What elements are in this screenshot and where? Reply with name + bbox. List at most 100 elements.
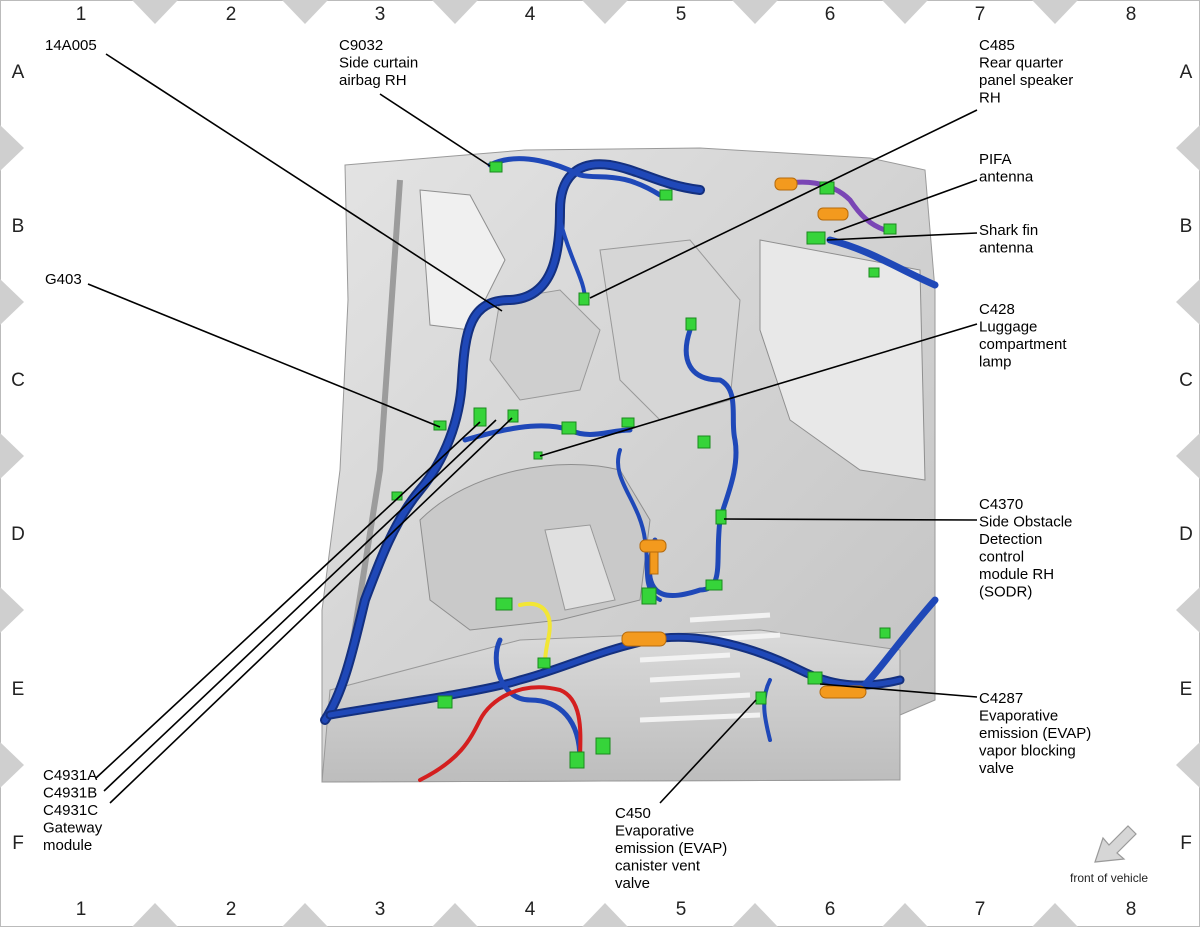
callout-c428-line-1: C428	[979, 301, 1015, 318]
connector-quarter-lower	[868, 267, 880, 278]
callout-c9032-line-3: airbag RH	[339, 72, 407, 89]
connector-loop	[641, 587, 657, 605]
callout-c4931-line-1: C4931A	[43, 767, 97, 784]
connector-c4287	[807, 671, 823, 685]
wheel-house-bracket	[544, 524, 616, 611]
leader-c4931a	[95, 421, 481, 779]
callout-c428-line-2: Luggage	[979, 319, 1037, 336]
grid-col-bottom-5: 5	[676, 899, 687, 920]
clips	[621, 177, 867, 699]
grid-row-right-D: D	[1179, 524, 1193, 545]
callout-shark-fin-line-1: Shark fin	[979, 222, 1038, 239]
grid-col-bottom-4: 4	[525, 899, 536, 920]
marker-bottom-3	[432, 903, 478, 927]
grid-col-top-5: 5	[676, 4, 687, 25]
marker-right-5	[1176, 742, 1200, 788]
callout-c4370-line-2: Side Obstacle	[979, 514, 1072, 531]
connector-c9032	[489, 161, 503, 173]
marker-left-1	[0, 125, 24, 171]
grid-row-left-A: A	[12, 62, 25, 83]
callout-c4370-line-6: (SODR)	[979, 584, 1032, 601]
marker-right-3	[1176, 433, 1200, 479]
connector-c450	[755, 691, 767, 705]
marker-bottom-1	[132, 903, 178, 927]
red-wire	[418, 685, 583, 782]
connector-roof	[659, 189, 673, 201]
purple-wire	[777, 179, 888, 233]
grid-row-left-E: E	[12, 679, 25, 700]
callout-c485-line-1: C485	[979, 37, 1015, 54]
front-of-vehicle-indicator: front of vehicle	[1070, 825, 1148, 885]
connector-right-upper	[685, 317, 697, 331]
connector-c4931b	[507, 409, 519, 423]
grid-col-top-3: 3	[375, 4, 386, 25]
callout-c4931-line-2: C4931B	[43, 785, 97, 802]
clip-center-stem	[649, 551, 659, 575]
callout-c450-line-5: valve	[615, 875, 650, 892]
harness-rear-branch	[762, 678, 772, 742]
marker-bottom-5	[732, 903, 778, 927]
callout-leader-lines	[87, 53, 978, 804]
callout-c4370-line-4: control	[979, 549, 1024, 566]
callout-c485-line-2: Rear quarter	[979, 55, 1063, 72]
grid-col-bottom-3: 3	[375, 899, 386, 920]
leader-c4931b	[103, 419, 497, 792]
connector-floor-left	[437, 695, 453, 709]
connector-yellow-end	[537, 657, 551, 669]
marker-left-2	[0, 279, 24, 325]
connector-shark-fin	[806, 231, 826, 245]
callout-c450-line-4: canister vent	[615, 858, 701, 875]
marker-right-1	[1176, 125, 1200, 171]
marker-left-4	[0, 587, 24, 633]
leader-c4370	[723, 518, 978, 521]
callout-c9032-line-2: Side curtain	[339, 55, 418, 72]
leader-shark-fin	[826, 232, 978, 241]
callout-c4287-line-1: C4287	[979, 690, 1023, 707]
grid-row-right-E: E	[1180, 679, 1193, 700]
connector-pifa	[819, 181, 835, 195]
marker-bottom-2	[282, 903, 328, 927]
leader-g403	[87, 283, 441, 428]
connectors	[391, 161, 897, 769]
marker-top-6	[882, 0, 928, 24]
clip-roof-1	[774, 177, 798, 191]
callout-c4931-line-4: Gateway	[43, 820, 103, 837]
connector-red-2	[595, 737, 611, 755]
callout-c4931-line-5: module	[43, 837, 92, 854]
pillar-edge	[347, 179, 403, 661]
marker-top-2	[282, 0, 328, 24]
grid-col-bottom-2: 2	[226, 899, 237, 920]
connector-mid-right	[697, 435, 711, 449]
callout-c428-line-3: compartment	[979, 336, 1067, 353]
harness-roof	[487, 156, 663, 198]
callout-c485-line-3: panel speaker	[979, 72, 1073, 89]
callout-g403-line-1: G403	[45, 271, 82, 288]
grid-row-right-A: A	[1180, 62, 1193, 83]
grid-col-top-4: 4	[525, 4, 536, 25]
grid-col-bottom-7: 7	[975, 899, 986, 920]
grid-row-left-F: F	[12, 833, 24, 854]
grid-row-right-B: B	[1180, 216, 1193, 237]
callout-c4287-line-2: Evaporative	[979, 708, 1058, 725]
harness-floor-right	[856, 596, 939, 694]
clip-roof-2	[817, 207, 849, 221]
grid-row-left-D: D	[11, 524, 25, 545]
grid-col-top-6: 6	[825, 4, 836, 25]
marker-right-4	[1176, 587, 1200, 633]
leader-c4931c	[109, 417, 513, 804]
grid-col-top-7: 7	[975, 4, 986, 25]
grid-row-left-B: B	[12, 216, 25, 237]
connector-g403	[433, 420, 447, 431]
connector-c485	[578, 292, 590, 306]
marker-top-4	[582, 0, 628, 24]
quarter-window-opening	[419, 189, 506, 331]
grid-col-top-8: 8	[1126, 4, 1137, 25]
